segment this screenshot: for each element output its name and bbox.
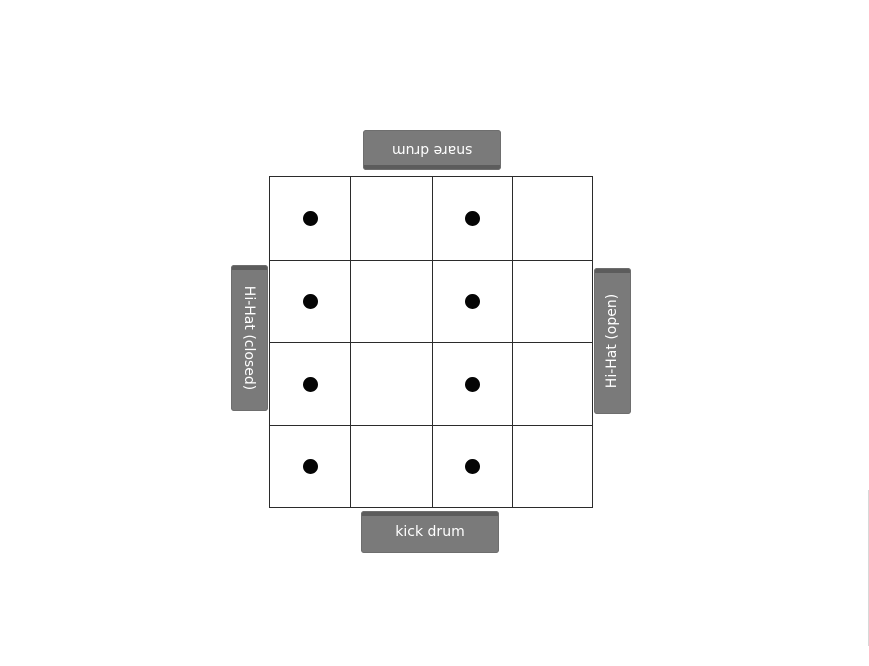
grid-cell[interactable] <box>351 426 433 507</box>
step-dot <box>465 211 480 226</box>
kick-drum-label: kick drum <box>395 524 465 540</box>
grid-cell[interactable] <box>433 426 513 507</box>
step-dot <box>465 376 480 392</box>
step-dot <box>302 211 318 226</box>
grid-cell[interactable] <box>270 343 351 426</box>
grid-cell[interactable] <box>433 261 513 343</box>
grid-cell[interactable] <box>351 343 433 426</box>
step-dot <box>465 294 480 309</box>
grid-cell[interactable] <box>513 426 592 507</box>
grid-cell[interactable] <box>513 343 592 426</box>
kick-drum-pad[interactable]: kick drum <box>361 511 499 553</box>
grid-cell[interactable] <box>270 426 351 507</box>
grid-cell[interactable] <box>513 177 592 261</box>
grid-cell[interactable] <box>433 177 513 261</box>
step-dot <box>302 294 318 309</box>
hihat-open-label: Hi-Hat (open) <box>604 293 621 389</box>
grid-cell[interactable] <box>270 177 351 261</box>
snare-drum-label: snare drum <box>391 142 473 158</box>
step-dot <box>302 459 318 474</box>
hihat-closed-label: Hi-Hat (closed) <box>241 285 258 391</box>
snare-drum-pad[interactable]: snare drum <box>363 130 501 170</box>
hihat-closed-pad[interactable]: Hi-Hat (closed) <box>231 265 268 411</box>
grid-cell[interactable] <box>513 261 592 343</box>
step-dot <box>302 376 318 392</box>
hihat-open-pad[interactable]: Hi-Hat (open) <box>594 268 631 414</box>
grid-cell[interactable] <box>433 343 513 426</box>
grid-cell[interactable] <box>351 261 433 343</box>
grid-cell[interactable] <box>351 177 433 261</box>
step-dot <box>465 459 480 474</box>
grid-cell[interactable] <box>270 261 351 343</box>
beat-grid <box>269 176 593 508</box>
